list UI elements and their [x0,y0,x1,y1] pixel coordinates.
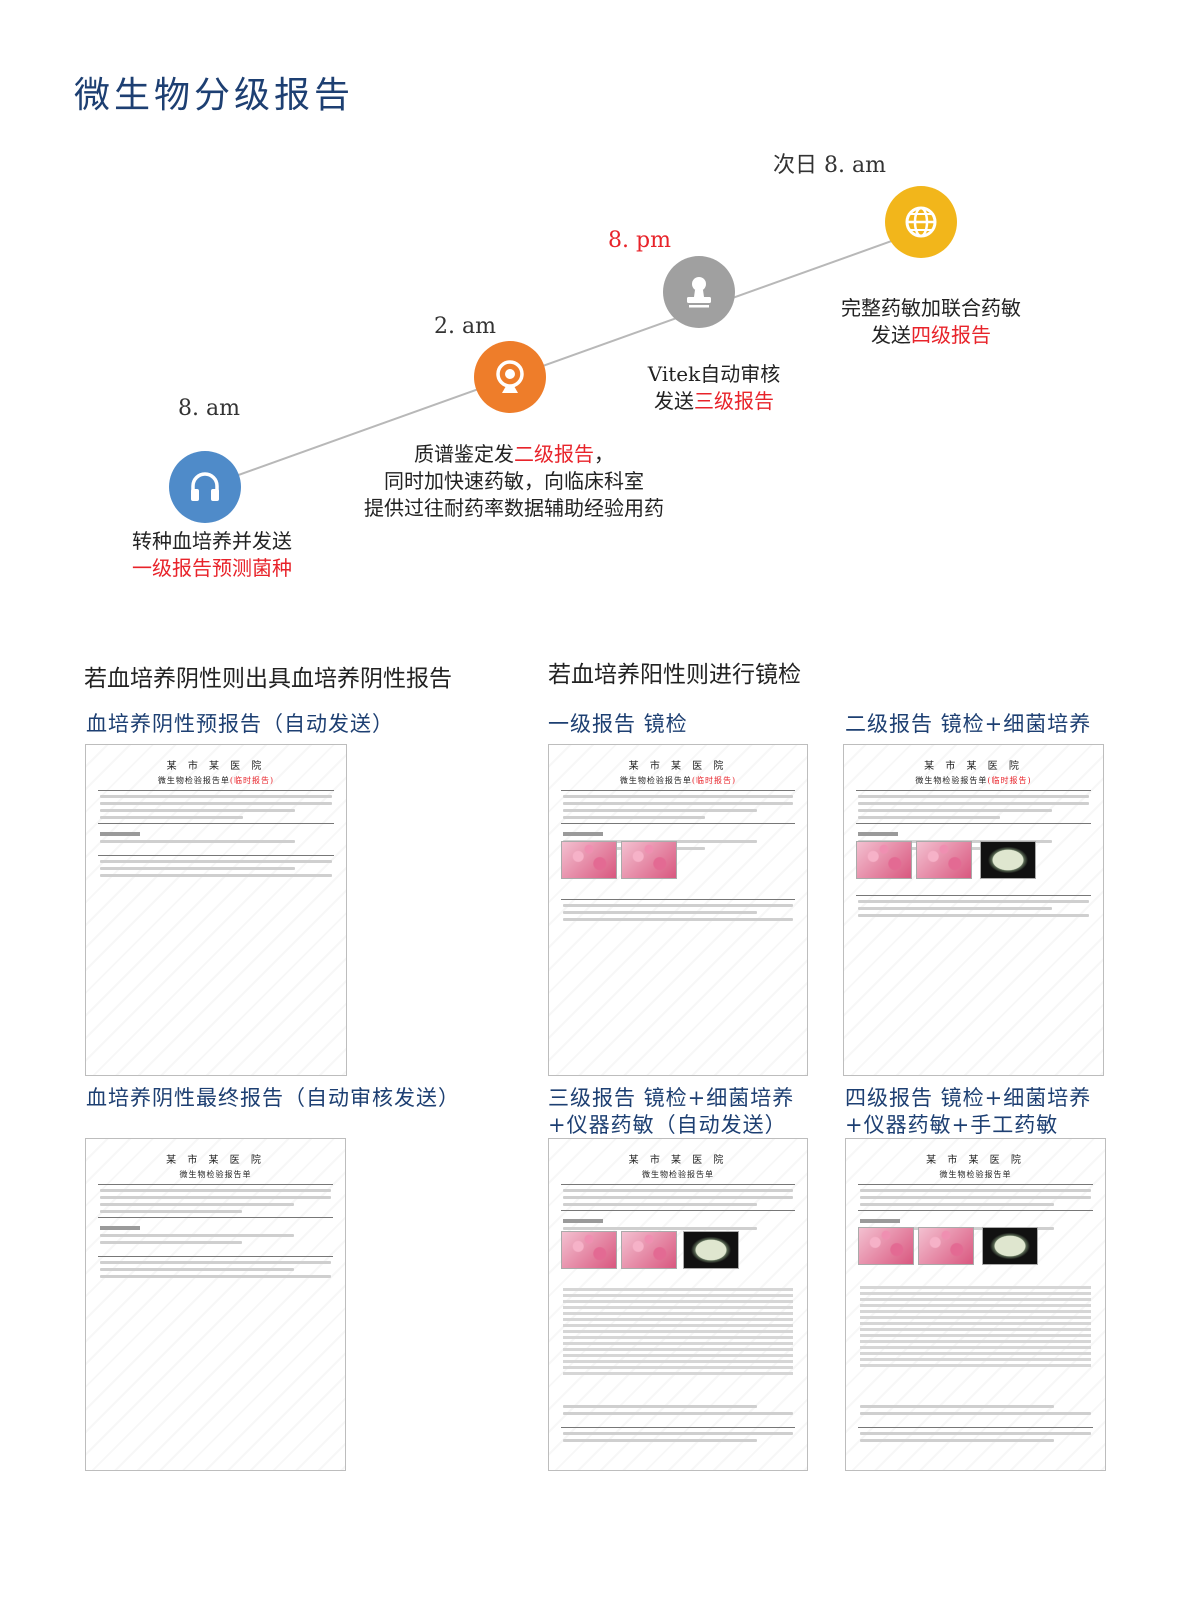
globe-icon [905,206,937,238]
doc-form-name: 微生物检验报告单(临时报告) [619,776,737,785]
webcam-icon [496,360,524,393]
gram-stain-image [621,1231,677,1269]
report-title-level-2: 二级报告 镜检+细菌培养 [845,712,1092,736]
report-doc-negative-preliminary: 某 市 某 医 院 微生物检验报告单(临时报告) [85,744,347,1076]
doc-hospital-name: 某 市 某 医 院 [628,1155,728,1166]
gram-stain-image [916,841,972,879]
positive-section-heading: 若血培养阳性则进行镜检 [548,662,801,688]
report-doc-level-1: 某 市 某 医 院 微生物检验报告单(临时报告) [548,744,808,1076]
timeline-connector [204,227,929,488]
gram-stain-image [621,841,677,879]
timeline-node-2 [474,341,546,413]
gram-stain-image [918,1227,974,1265]
susceptibility-table [860,1283,1091,1367]
report-title-negative-final: 血培养阴性最终报告（自动审核发送） [86,1086,460,1110]
report-title-level-4: 四级报告 镜检+细菌培养 +仪器药敏+手工药敏 [845,1086,1092,1137]
doc-form-name: 微生物检验报告单(临时报告) [915,776,1032,785]
timeline-node-3 [663,256,735,328]
doc-form-name: 微生物检验报告单(临时报告) [157,776,275,785]
doc-hospital-name: 某 市 某 医 院 [926,1155,1025,1166]
report-doc-level-3: 某 市 某 医 院 微生物检验报告单 [548,1138,808,1471]
headphones-icon [191,472,219,501]
caption-1: 转种血培养并发送 一级报告预测菌种 [132,529,292,580]
time-label-4: 次日 8. am [773,153,886,178]
negative-section-heading: 若血培养阴性则出具血培养阴性报告 [84,666,452,692]
gram-stain-image [561,841,617,879]
susceptibility-table [563,1285,793,1375]
culture-dish-image [683,1231,739,1269]
gram-stain-image [561,1231,617,1269]
culture-dish-image [982,1227,1038,1265]
report-doc-level-2: 某 市 某 医 院 微生物检验报告单(临时报告) [843,744,1104,1076]
stamp-icon [687,277,711,308]
time-label-2: 2. am [434,314,496,339]
doc-hospital-name: 某 市 某 医 院 [166,1155,265,1166]
report-title-level-3: 三级报告 镜检+细菌培养 +仪器药敏（自动发送） [548,1086,795,1137]
time-label-1: 8. am [178,396,240,421]
gram-stain-image [856,841,912,879]
doc-hospital-name: 某 市 某 医 院 [166,761,266,772]
caption-4: 完整药敏加联合药敏 发送四级报告 [841,296,1021,347]
gram-stain-image [858,1227,914,1265]
doc-form-name: 微生物检验报告单 [179,1170,252,1179]
page-title: 微生物分级报告 [74,75,355,116]
culture-dish-image [980,841,1036,879]
timeline-node-1 [169,451,241,523]
report-doc-negative-final: 某 市 某 医 院 微生物检验报告单 [85,1138,346,1471]
time-label-3: 8. pm [608,228,671,253]
timeline-node-4 [885,186,957,258]
doc-hospital-name: 某 市 某 医 院 [924,761,1023,772]
report-title-level-1: 一级报告 镜检 [548,712,688,736]
doc-form-name: 微生物检验报告单 [642,1170,714,1179]
report-title-negative-preliminary: 血培养阴性预报告（自动发送） [86,712,394,736]
report-doc-level-4: 某 市 某 医 院 微生物检验报告单 [845,1138,1106,1471]
caption-3: Vitek自动审核 发送三级报告 [647,362,781,413]
caption-2: 质谱鉴定发二级报告， 同时加快速药敏，向临床科室 提供过往耐药率数据辅助经验用药 [364,442,664,520]
doc-form-name: 微生物检验报告单 [939,1170,1012,1179]
doc-hospital-name: 某 市 某 医 院 [628,761,728,772]
